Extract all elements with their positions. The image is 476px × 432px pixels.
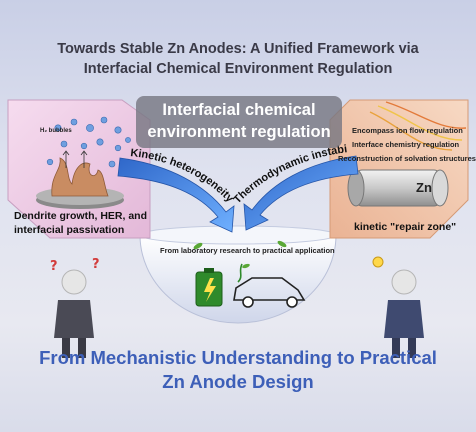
bowl-rim — [139, 225, 337, 245]
zn-label: Zn — [416, 180, 432, 195]
svg-text:?: ? — [50, 259, 58, 274]
right-item-1: Encompass ion flow regulation — [352, 126, 463, 135]
svg-text:?: ? — [92, 257, 100, 272]
right-item-2: Interface chemistry regulation — [352, 140, 460, 149]
bubbles-label: H₂ bubbles — [40, 128, 72, 134]
confused-figure-icon: ? ? — [50, 257, 100, 358]
repair-zone-label: kinetic "repair zone" — [354, 221, 457, 233]
battery-icon — [195, 268, 223, 307]
title-line-1: Towards Stable Zn Anodes: A Unified Fram… — [57, 41, 419, 57]
title-line-2: Interfacial Chemical Environment Regulat… — [83, 61, 393, 77]
center-label-line-2: environment regulation — [147, 123, 331, 141]
leaf-icons — [193, 240, 287, 269]
electric-car-icon — [233, 263, 306, 308]
bowl-label: From laboratory research to practical ap… — [160, 246, 335, 255]
center-label-box — [136, 96, 342, 148]
bubble-icons — [46, 116, 131, 168]
right-item-3: Reconstruction of solvation structures — [338, 154, 476, 163]
up-arrows-icon — [62, 150, 88, 168]
zn-cylinder-icon — [347, 169, 449, 207]
left-caption-line-2: interfacial passivation — [14, 224, 125, 236]
right-arrow — [243, 155, 359, 231]
center-label-line-1: Interfacial chemical — [162, 101, 316, 119]
idea-figure-icon — [372, 256, 424, 358]
ion-flow-lines-icon — [369, 101, 467, 151]
bottom-line-1: From Mechanistic Understanding to Practi… — [39, 347, 437, 368]
left-arrow — [117, 157, 235, 233]
bottom-line-2: Zn Anode Design — [162, 371, 314, 392]
left-caption-line-1: Dendrite growth, HER, and — [14, 210, 148, 222]
